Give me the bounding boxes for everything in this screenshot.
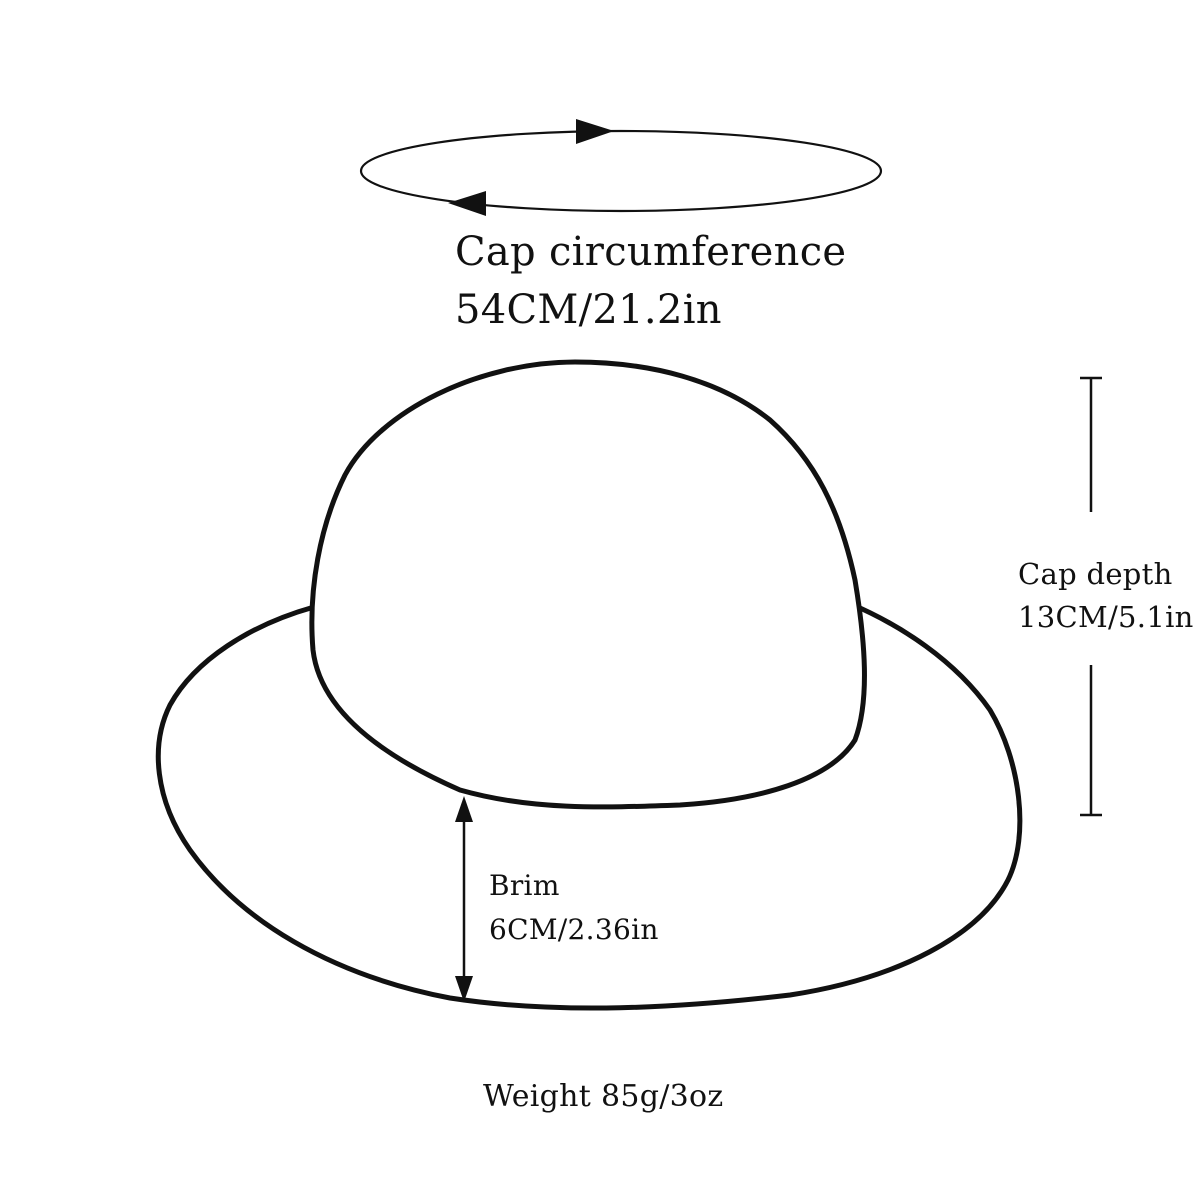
arrow-down-icon <box>455 976 473 1002</box>
arrow-right-icon <box>576 119 614 144</box>
hat-brim-outline <box>155 601 1023 1011</box>
arrow-up-icon <box>455 796 473 822</box>
arrow-left-icon <box>448 191 486 216</box>
cap-depth-indicator <box>1080 376 1102 817</box>
brim-indicator <box>455 796 473 1002</box>
depth-value: 13CM/5.1in <box>1018 600 1194 634</box>
weight-label: Weight 85g/3oz <box>483 1079 724 1114</box>
circumference-value: 54CM/21.2in <box>455 287 722 333</box>
brim-value: 6CM/2.36in <box>489 913 659 946</box>
circumference-indicator <box>359 119 883 216</box>
hat-crown-outline <box>309 359 867 810</box>
circumference-ellipse <box>359 129 883 213</box>
brim-title: Brim <box>489 869 560 902</box>
circumference-title: Cap circumference <box>455 229 847 275</box>
depth-title: Cap depth <box>1018 557 1173 591</box>
